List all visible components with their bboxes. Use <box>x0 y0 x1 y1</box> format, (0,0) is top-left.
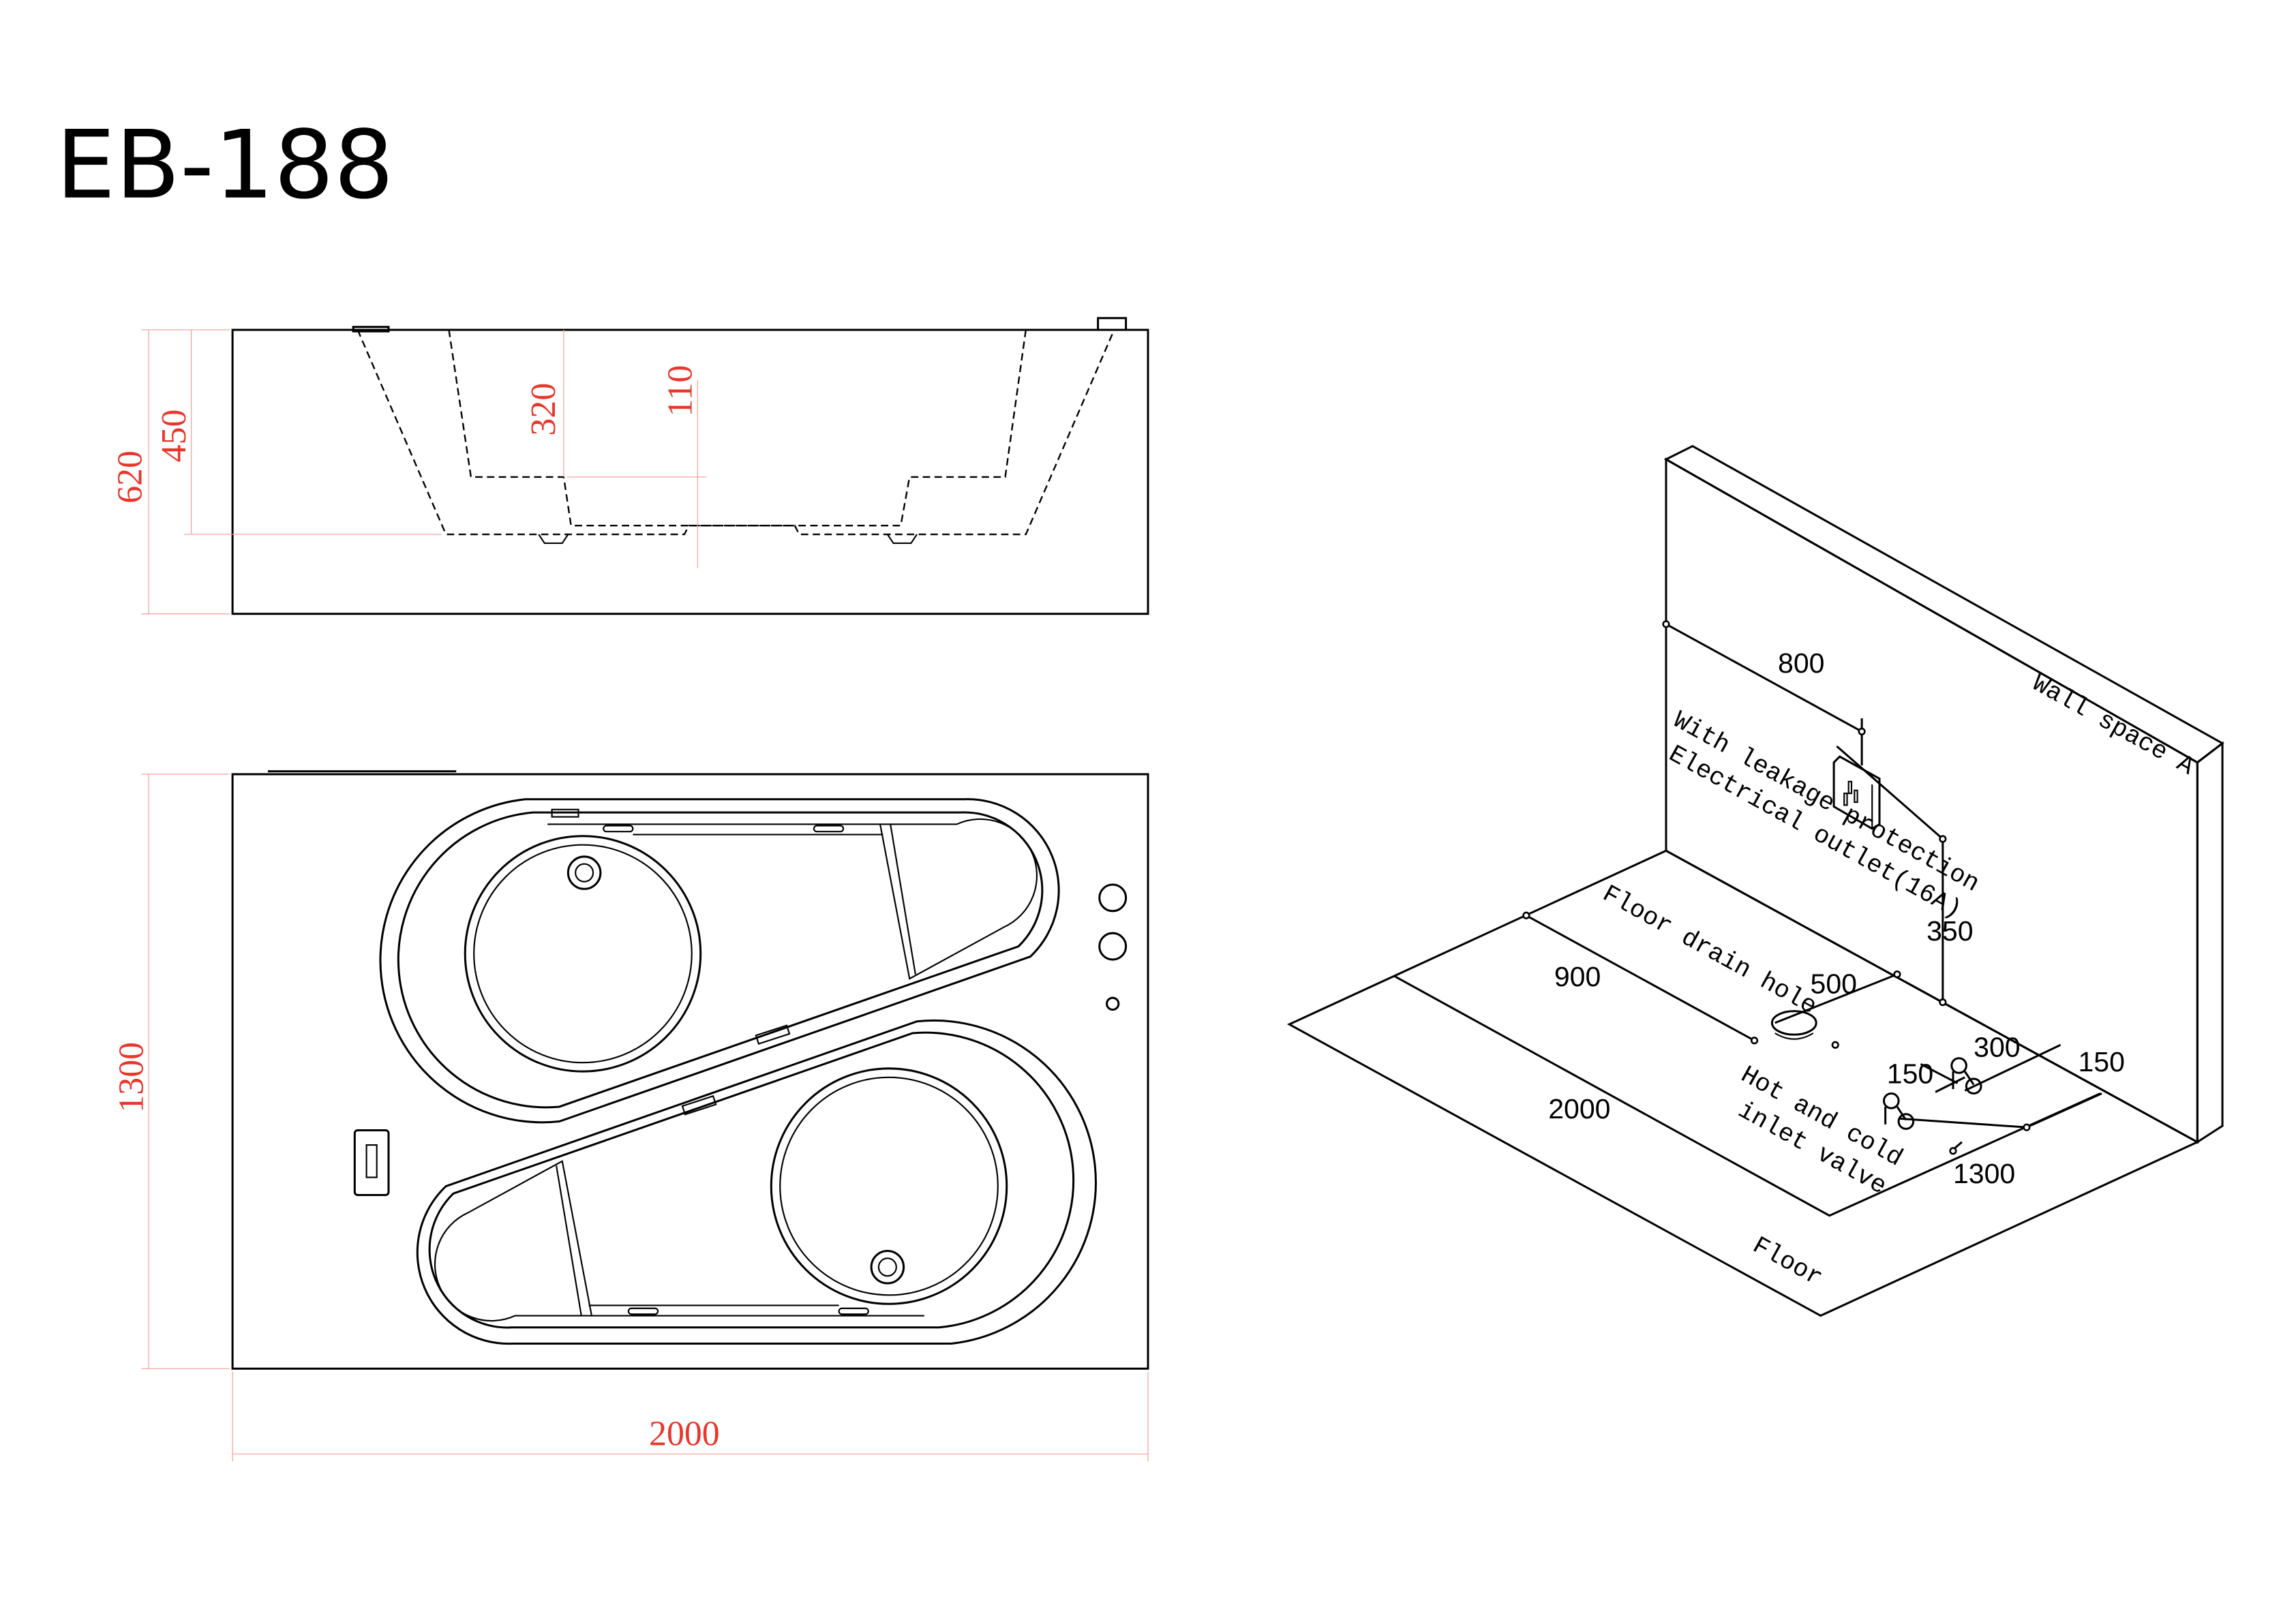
floor-drain-icon <box>1770 1010 1817 1036</box>
control-button-icon <box>1098 932 1128 961</box>
outer-basin-hidden-line <box>357 329 1115 536</box>
floor <box>1286 849 2200 1317</box>
outlet-label-line2: Electrical outlet(16A) <box>1663 740 1966 925</box>
electrical-outlet-icon <box>1832 755 1881 830</box>
side-view: 620 450 320 110 <box>110 317 1149 615</box>
dim-300: 300 <box>1974 1032 2020 1063</box>
wall-label: Wall space A <box>2027 669 2199 782</box>
drain-label: Floor drain hole <box>1597 880 1821 1022</box>
dim-150-spacing: 150 <box>1887 1058 1933 1089</box>
model-title: EB-188 <box>56 110 394 220</box>
dim-150-edge: 150 <box>2078 1046 2124 1077</box>
drain-icon <box>567 855 602 890</box>
top-view: 1300 2000 <box>112 770 1149 1462</box>
dim-110: 110 <box>661 365 700 417</box>
control-button-icon <box>1098 883 1128 913</box>
wall-side <box>2196 741 2224 1144</box>
dim-2000-iso: 2000 <box>1548 1093 1610 1124</box>
dim-1300: 1300 <box>112 1042 151 1113</box>
floor-label: Floor <box>1747 1231 1827 1293</box>
control-knob <box>1097 317 1128 331</box>
outlet-label-line1: With leakage protection <box>1668 706 1984 898</box>
dim-1300-iso: 1300 <box>1953 1158 2015 1189</box>
side-view-outline <box>231 328 1149 615</box>
dim-800: 800 <box>1778 647 1824 679</box>
dim-500: 500 <box>1811 968 1857 1000</box>
dim-2000: 2000 <box>649 1415 720 1454</box>
top-view-outline <box>231 773 1149 1370</box>
control-panel-icon <box>353 1129 390 1197</box>
basin-lower <box>416 1019 1098 1345</box>
installation-view: 800 350 500 900 2000 1300 300 150 150 Wa… <box>1286 444 2224 1317</box>
dim-350: 350 <box>1927 915 1973 947</box>
control-button-icon <box>1106 996 1120 1011</box>
overflow-fitting <box>352 326 390 333</box>
dim-620: 620 <box>110 450 149 504</box>
inlet-valve-icon <box>1882 1057 1982 1130</box>
dim-450: 450 <box>155 410 194 463</box>
wall-top <box>1663 444 2224 764</box>
dim-900: 900 <box>1554 961 1601 992</box>
feet <box>538 534 918 545</box>
dim-320: 320 <box>524 383 563 436</box>
tub-footprint <box>1393 975 2101 1217</box>
basin-upper <box>379 798 1060 1124</box>
